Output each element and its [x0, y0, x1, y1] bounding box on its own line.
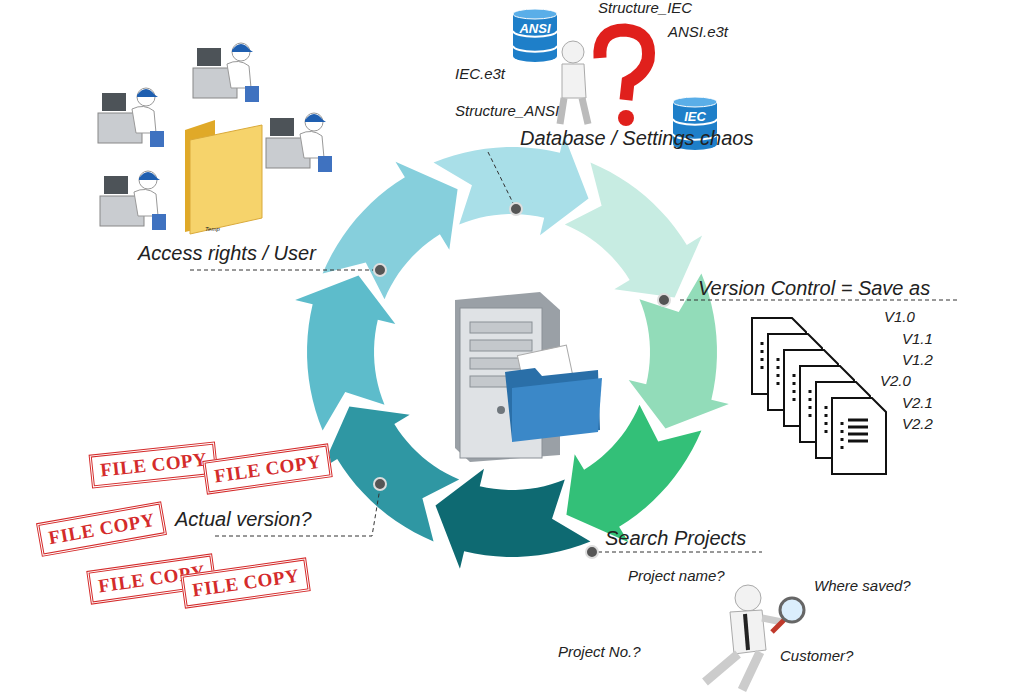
annotation-label: Version Control = Save as — [698, 277, 930, 299]
leader-line — [488, 152, 514, 205]
annotation-label: ANSI.e3t — [668, 24, 728, 41]
annotation-label: Project No.? — [558, 644, 641, 661]
callout-dot — [658, 294, 670, 306]
annotation-label: V2.1 — [902, 395, 933, 412]
cycle-arrow — [322, 406, 459, 541]
cycle-arrow — [323, 162, 458, 299]
callout-dot — [374, 264, 386, 276]
server-icon — [455, 292, 602, 462]
node-text: FILE COPY — [47, 509, 157, 549]
file-copy-stamp: FILE COPY — [202, 443, 333, 494]
annotation-label: V1.1 — [902, 331, 933, 348]
user-icon — [266, 113, 332, 172]
node-text: IEC — [684, 109, 706, 124]
cycle-arrow — [565, 163, 702, 298]
annotation-label: Structure_IEC — [598, 0, 692, 17]
cycle-arrow — [434, 135, 589, 235]
callout-dot — [510, 203, 522, 215]
annotation-label: V1.2 — [902, 352, 933, 369]
cycle-arrow — [435, 469, 590, 569]
node-text: FILE COPY — [99, 448, 208, 481]
annotation-label: Temp — [205, 226, 220, 233]
file-copy-stamp: FILE COPY — [89, 441, 219, 488]
callout-dot — [374, 478, 386, 490]
annotation-label: Where saved? — [814, 578, 911, 595]
leader-line — [598, 552, 762, 553]
annotation-label: V1.0 — [884, 309, 915, 326]
node-text: FILE COPY — [213, 451, 322, 488]
search-figure — [705, 585, 804, 690]
file-copy-stamp: FILE COPY — [36, 501, 167, 557]
document-stack — [752, 318, 886, 474]
annotation-label: Customer? — [780, 648, 853, 665]
annotation-label: Project name? — [628, 568, 725, 585]
user-icon — [193, 43, 259, 102]
annotation-label: Database / Settings chaos — [520, 127, 753, 149]
annotation-label: IEC.e3t — [455, 66, 505, 83]
annotation-label: V2.0 — [880, 373, 911, 390]
annotation-label: Search Projects — [605, 527, 746, 549]
annotation-label: Actual version? — [175, 508, 312, 530]
folder-icon — [185, 120, 262, 234]
annotation-label: V2.2 — [902, 416, 933, 433]
database-cylinder: ANSI — [512, 8, 558, 62]
leader-line — [680, 300, 960, 301]
callout-dot — [586, 546, 598, 558]
node-text: FILE COPY — [191, 565, 300, 602]
question-figure — [560, 30, 649, 126]
cycle-arrow — [295, 275, 395, 430]
user-icon — [98, 88, 164, 147]
annotation-label: Structure_ANSI — [455, 103, 559, 120]
node-text: ANSI — [519, 21, 550, 36]
leader-line — [190, 270, 376, 271]
annotation-label: Access rights / User — [138, 242, 316, 264]
user-icon — [100, 171, 166, 230]
